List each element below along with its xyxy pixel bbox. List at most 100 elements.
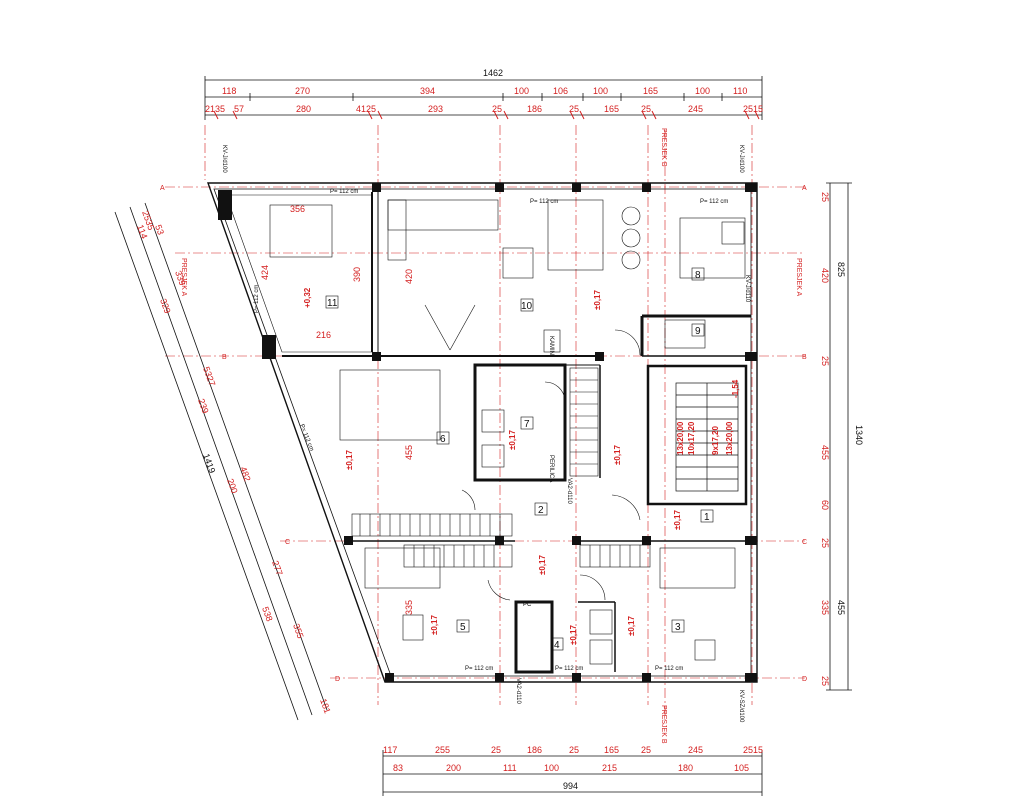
dim-label: 215 bbox=[602, 763, 617, 773]
stair-label: 13x20,00 bbox=[725, 421, 734, 455]
level-mark: ±0,17 bbox=[613, 444, 622, 465]
dim-label: 25 bbox=[820, 192, 830, 202]
room-number: 1 bbox=[704, 512, 710, 523]
columns bbox=[218, 183, 757, 682]
dim-label: 25 bbox=[569, 104, 579, 114]
dim-label: 255 bbox=[435, 745, 450, 755]
level-mark: ±0,17 bbox=[627, 615, 636, 636]
axis-label-a-right: A bbox=[802, 185, 807, 192]
window-label: P= 112 cm bbox=[298, 424, 314, 453]
room-number: 2 bbox=[538, 505, 544, 516]
dim-label: 355 bbox=[291, 622, 306, 640]
staircase bbox=[675, 382, 739, 492]
dim-label: 482 bbox=[238, 465, 253, 483]
room-number: 4 bbox=[554, 640, 560, 651]
window-label: P= 112 cm bbox=[530, 199, 558, 205]
room-number: 3 bbox=[675, 622, 681, 633]
dim-label: 186 bbox=[527, 745, 542, 755]
dim-label: 100 bbox=[593, 86, 608, 96]
section-label-a-right: PRESJEK A bbox=[795, 258, 802, 296]
dim-bottom-total: 994 bbox=[563, 781, 578, 791]
dim-label: 245 bbox=[688, 104, 703, 114]
stair-label: 13x20,00 bbox=[676, 421, 685, 455]
dim-label: 118 bbox=[222, 86, 236, 96]
room-numbers bbox=[325, 267, 714, 651]
axis-label-b-right: B bbox=[802, 354, 807, 361]
dim-label: 53 bbox=[153, 223, 166, 236]
dim-label: 165 bbox=[643, 86, 658, 96]
dim-label: 106 bbox=[553, 86, 568, 96]
level-mark: +0,32 bbox=[303, 287, 312, 308]
inner-dims: 356 424 390 216 420 455 335 bbox=[260, 204, 414, 615]
level-mark: ±0,17 bbox=[345, 449, 354, 470]
dim-top-row1: 118 270 394 100 106 100 165 100 110 bbox=[222, 86, 747, 96]
dim-label: 111 bbox=[503, 763, 517, 773]
axis-label-d: D bbox=[335, 676, 340, 683]
left-diagonal-dimensions bbox=[114, 202, 328, 721]
room-number: 6 bbox=[440, 434, 446, 445]
section-label-b-bottom: PRESJEK B bbox=[660, 705, 667, 744]
level-mark: ±0,17 bbox=[593, 289, 602, 310]
level-mark: ±0,17 bbox=[569, 624, 578, 645]
dim-label: 424 bbox=[260, 265, 270, 280]
dim-label: 1419 bbox=[201, 452, 217, 474]
dim-top-total: 1462 bbox=[483, 68, 503, 78]
window-label: P= 112 cm bbox=[655, 666, 683, 672]
bottom-dimensions bbox=[382, 750, 763, 796]
dim-label: 356 bbox=[290, 204, 305, 214]
dim-label: 25 bbox=[569, 745, 579, 755]
dim-label: 455 bbox=[836, 600, 846, 615]
dim-label: 200 bbox=[225, 477, 240, 495]
dim-label: 180 bbox=[678, 763, 693, 773]
level-markers: ±0,17 +0,32 ±0,17 ±0,17 ±0,17 ±0,17 ±0,1… bbox=[303, 287, 740, 645]
window-label: P= 112 cm bbox=[700, 199, 728, 205]
dim-label: 2515 bbox=[743, 104, 763, 114]
doors bbox=[461, 329, 641, 601]
room-number: 5 bbox=[460, 622, 466, 633]
vent-label: KV-J/d110 bbox=[744, 275, 750, 303]
axis-label-b: B bbox=[222, 354, 227, 361]
vent-label: VA2-d110 bbox=[515, 678, 521, 704]
pc-label: PC bbox=[523, 602, 532, 608]
level-mark: ±0,17 bbox=[673, 509, 682, 530]
dim-label: 390 bbox=[352, 267, 362, 282]
inner-walls bbox=[282, 192, 751, 674]
left-diag-labels: 2535 114 53 339 329 5327 239 482 200 141… bbox=[135, 209, 333, 715]
room-number: 8 bbox=[695, 270, 701, 281]
dim-label: 455 bbox=[820, 445, 830, 460]
stair-labels: 13x20,00 10x17,20 9x17,20 13x20,00 bbox=[676, 421, 734, 455]
axis-label-a: A bbox=[160, 185, 165, 192]
window-label: P= 112 cm bbox=[465, 666, 493, 672]
section-label-a-left: PRESJEK A bbox=[180, 258, 187, 296]
dim-label: 57 bbox=[234, 104, 244, 114]
top-ticks bbox=[213, 110, 760, 120]
dim-label: 117 bbox=[383, 745, 397, 755]
dim-label: 280 bbox=[296, 104, 311, 114]
section-label-b-top: PRESJEK B bbox=[660, 128, 667, 167]
level-mark: ±0,17 bbox=[430, 614, 439, 635]
right-dimensions bbox=[826, 182, 852, 691]
dim-label: 60 bbox=[820, 500, 830, 510]
dim-label: 455 bbox=[404, 445, 414, 460]
dim-label: 420 bbox=[820, 268, 830, 283]
dim-label: 293 bbox=[428, 104, 443, 114]
dim-label: 25 bbox=[820, 538, 830, 548]
dim-label: 538 bbox=[260, 605, 275, 623]
dim-label: 100 bbox=[514, 86, 529, 96]
dim-label: 420 bbox=[404, 269, 414, 284]
furniture bbox=[269, 199, 746, 665]
dim-label: 5327 bbox=[201, 365, 217, 387]
window-label: P= 112 cm bbox=[555, 666, 583, 672]
dim-label: 277 bbox=[270, 559, 285, 577]
dim-label: 25 bbox=[820, 676, 830, 686]
vent-label: KV-J/d100 bbox=[738, 145, 744, 173]
dim-label: 329 bbox=[158, 297, 173, 315]
dim-label: 100 bbox=[695, 86, 710, 96]
dim-label: 100 bbox=[544, 763, 559, 773]
kamin-label: KAMIN bbox=[548, 336, 554, 355]
dim-label: 110 bbox=[733, 86, 747, 96]
level-mark: -1,54 bbox=[731, 379, 740, 398]
axis-label-c-right: C bbox=[802, 539, 807, 546]
dim-label: 25 bbox=[820, 356, 830, 366]
